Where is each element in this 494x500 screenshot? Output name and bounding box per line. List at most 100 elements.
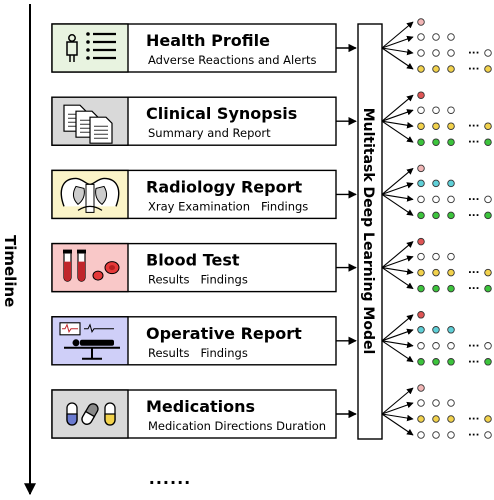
output-node xyxy=(447,195,455,204)
output-node xyxy=(484,138,492,146)
fan-arrow xyxy=(381,193,414,216)
output-node xyxy=(447,326,455,334)
output-node xyxy=(417,384,425,392)
fan-arrow xyxy=(381,340,414,363)
fan-arrow xyxy=(381,47,414,70)
icon-panel xyxy=(51,23,129,73)
output-node xyxy=(447,342,455,350)
output-node xyxy=(417,252,425,261)
output-node xyxy=(417,415,425,423)
ellipsis: ··· xyxy=(468,121,479,132)
output-node xyxy=(417,49,425,57)
fan-arrow xyxy=(381,120,414,129)
record-title: Clinical Synopsis xyxy=(146,104,297,123)
record-subtitle: Results Findings xyxy=(148,273,248,287)
fan-arrow xyxy=(381,167,414,195)
model-label: Multitask Deep Learning Model xyxy=(360,108,376,355)
ellipsis: ··· xyxy=(468,64,479,75)
output-node xyxy=(432,106,440,114)
output-node xyxy=(417,18,425,26)
output-node xyxy=(432,65,440,73)
ellipsis: ··· xyxy=(468,268,479,279)
output-node xyxy=(447,211,455,220)
output-node xyxy=(417,122,425,130)
ellipsis: ··· xyxy=(468,284,479,295)
output-node xyxy=(484,268,492,277)
ellipsis: ··· xyxy=(468,48,479,59)
output-node xyxy=(447,179,455,188)
output-node xyxy=(417,195,425,204)
output-node xyxy=(447,65,455,73)
fan-arrow xyxy=(381,267,414,290)
ellipsis: ··· xyxy=(468,414,479,425)
output-node xyxy=(447,431,455,439)
output-node xyxy=(432,415,440,423)
output-node xyxy=(484,211,492,220)
ellipsis: ··· xyxy=(468,341,479,352)
output-node xyxy=(417,106,425,114)
fan-arrow xyxy=(381,182,414,195)
output-node xyxy=(432,138,440,146)
output-node xyxy=(432,399,440,407)
more-indicator: ...... xyxy=(149,469,191,488)
output-node xyxy=(417,284,425,293)
timeline: Timeline xyxy=(1,4,36,496)
health-profile-icon xyxy=(66,32,116,62)
record-title: Radiology Report xyxy=(146,177,302,196)
output-node xyxy=(432,326,440,334)
fan-arrow xyxy=(381,314,414,342)
documents-icon xyxy=(63,104,113,144)
blood-tubes-icon xyxy=(63,249,120,282)
output-node xyxy=(432,358,440,366)
fan-arrow xyxy=(381,413,414,436)
record-subtitle: Medication Directions Duration xyxy=(148,419,326,433)
output-node xyxy=(447,415,455,423)
output-node xyxy=(484,431,492,439)
output-node xyxy=(447,122,455,130)
fan-arrow xyxy=(381,267,414,275)
operating-table-icon xyxy=(59,322,120,360)
output-node xyxy=(417,342,425,350)
output-node xyxy=(432,342,440,350)
fan-arrow xyxy=(381,47,414,56)
fan-arrow xyxy=(381,328,414,342)
record-title: Medications xyxy=(146,397,255,416)
fan-arrow xyxy=(381,413,414,422)
output-node xyxy=(432,195,440,204)
output-node xyxy=(417,179,425,188)
output-node xyxy=(432,49,440,57)
output-node xyxy=(432,122,440,130)
output-node xyxy=(447,252,455,261)
output-node xyxy=(484,284,492,293)
output-node xyxy=(447,49,455,57)
output-node xyxy=(447,399,455,407)
fan-arrow xyxy=(381,193,414,202)
output-node xyxy=(447,106,455,114)
ellipsis: ··· xyxy=(468,357,479,368)
output-node xyxy=(484,65,492,73)
fan-arrow xyxy=(381,94,414,122)
pills-icon xyxy=(66,402,116,426)
fan-arrow xyxy=(381,255,414,269)
output-node xyxy=(417,91,425,99)
output-node xyxy=(417,164,425,173)
output-node xyxy=(417,268,425,277)
output-node xyxy=(447,284,455,293)
record-title: Health Profile xyxy=(146,31,270,50)
fan-arrow xyxy=(381,109,414,122)
timeline-label: Timeline xyxy=(1,235,19,307)
output-node xyxy=(417,138,425,146)
output-node xyxy=(432,179,440,188)
ellipsis: ··· xyxy=(468,210,479,221)
output-node xyxy=(447,358,455,366)
output-node-group: ··· ··· xyxy=(381,18,492,75)
output-node-group: ······ xyxy=(381,384,492,441)
output-node xyxy=(417,399,425,407)
output-node xyxy=(484,49,492,57)
output-node xyxy=(417,33,425,41)
